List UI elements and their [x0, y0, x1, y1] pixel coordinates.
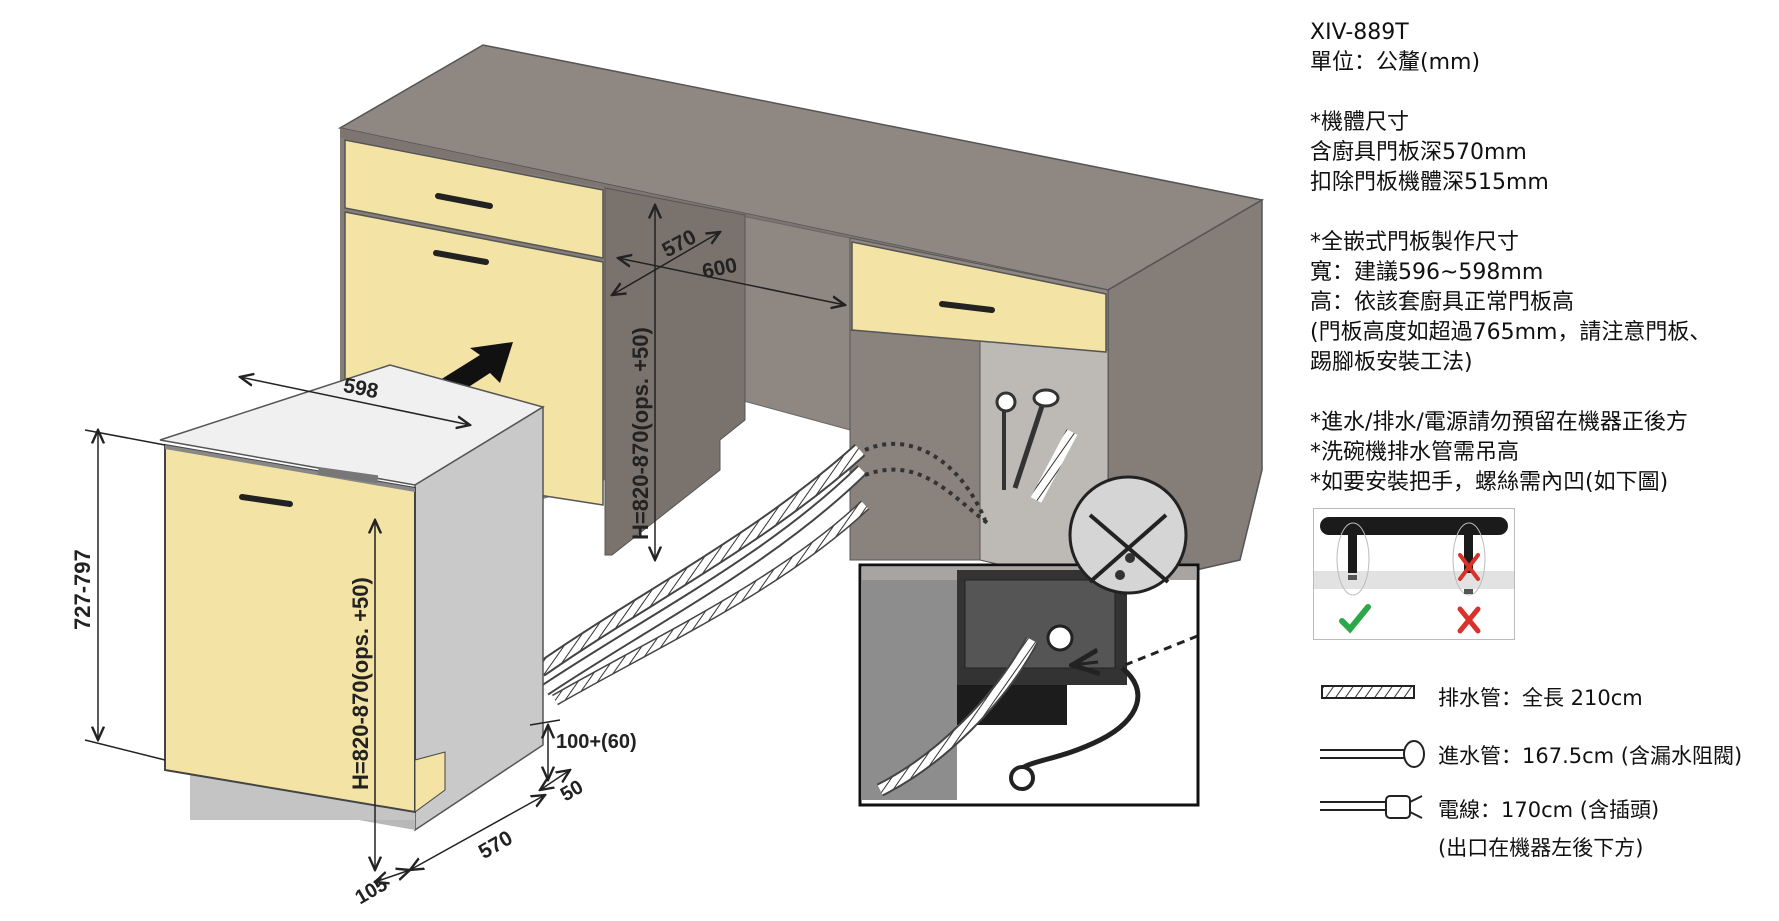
connection-inset	[858, 475, 1201, 807]
check-icon	[1339, 604, 1371, 634]
dim-727-797: 727-797	[70, 549, 95, 630]
unit-note: 單位：公釐(mm)	[1310, 50, 1481, 75]
dim-570-bottom: 570	[475, 826, 517, 863]
dim-h-machine: H=820-870(ops. +50)	[348, 577, 373, 790]
power-plug-icon	[1320, 795, 1423, 819]
panel-note-2: 踢腳板安裝工法)	[1310, 350, 1473, 375]
legend-power-label: 電線：170cm (含插頭)	[1438, 798, 1660, 822]
dim-50: 50	[557, 776, 587, 806]
body-size-title: *機體尺寸	[1310, 110, 1410, 135]
model-name: XIV-889T	[1310, 20, 1409, 45]
legend-power-note: (出口在機器左後下方)	[1438, 832, 1643, 862]
depth-with-panel: 含廚具門板深570mm	[1310, 140, 1527, 165]
panel-width: 寬：建議596~598mm	[1310, 260, 1544, 285]
floor-hoses	[535, 441, 992, 706]
cross-icon	[1457, 553, 1481, 634]
inlet-hose-icon	[1320, 740, 1425, 768]
dimension-lines	[84, 205, 845, 882]
panel-title: *全嵌式門板製作尺寸	[1310, 230, 1520, 255]
dim-h-cabinet: H=820-870(ops. +50)	[628, 327, 653, 540]
note-inlet-drain-power: *進水/排水/電源請勿預留在機器正後方	[1310, 410, 1688, 435]
panel-note-1: (門板高度如超過765mm，請注意門板、	[1310, 320, 1712, 345]
note-handle-screws: *如要安裝把手，螺絲需內凹(如下圖)	[1310, 470, 1669, 495]
dim-100: 100+(60)	[556, 731, 637, 753]
dimension-labels: 570 600 H=820-870(ops. +50) 598 727-797 …	[70, 225, 739, 909]
depth-without-panel: 扣除門板機體深515mm	[1310, 170, 1549, 195]
legend-drain-label: 排水管：全長 210cm	[1438, 686, 1643, 710]
drain-hose-icon	[1321, 685, 1415, 699]
spec-panel: XIV-889T 單位：公釐(mm) *機體尺寸 含廚具門板深570mm 扣除門…	[1310, 18, 1770, 498]
panel-height: 高：依該套廚具正常門板高	[1310, 290, 1575, 315]
handle-screw-illustration	[1313, 508, 1515, 640]
legend-power-note-label: (出口在機器左後下方)	[1438, 836, 1644, 860]
legend-inlet-label: 進水管：167.5cm (含漏水阻閥)	[1438, 744, 1743, 768]
note-drain-hose: *洗碗機排水管需吊高	[1310, 440, 1520, 465]
